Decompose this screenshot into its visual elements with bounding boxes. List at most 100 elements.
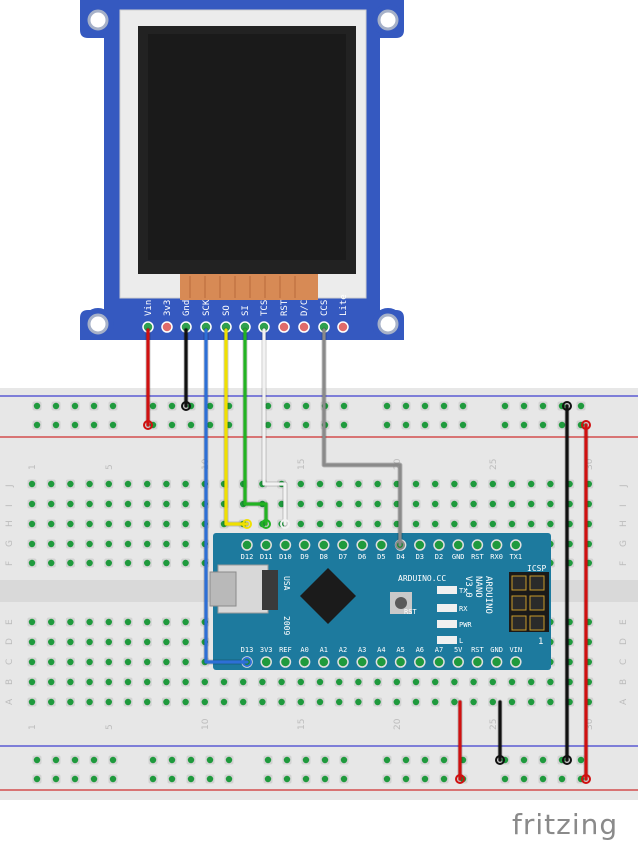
breadboard-hole [421,775,429,783]
breadboard-hole [182,698,189,706]
nano-pin-bottom[interactable] [433,656,445,668]
breadboard-hole [451,520,458,528]
nano-pin-label: A4 [377,646,385,654]
breadboard-hole [67,480,74,488]
display-pin-label: Lite [339,294,349,316]
nano-pin-top[interactable] [375,539,388,551]
breadboard-hole [489,520,496,528]
breadboard-hole [33,421,41,429]
nano-pin-top[interactable] [337,539,349,551]
breadboard-hole [124,678,132,686]
breadboard-hole [393,678,400,686]
breadboard-hole [182,500,189,508]
breadboard-hole [393,500,400,508]
nano-pin-top[interactable] [260,539,272,551]
reset-button[interactable] [395,597,407,609]
nano-pin-top[interactable] [318,539,330,551]
nano-pin-top[interactable] [414,539,426,551]
wire-end [455,774,465,784]
breadboard-hole [144,698,151,706]
sck-wire[interactable] [204,328,249,664]
breadboard-hole [105,678,113,686]
nano-pin-top[interactable] [279,539,292,551]
display-pin[interactable] [278,321,290,333]
breadboard-hole [86,678,93,686]
breadboard-hole [432,678,439,686]
breadboard-hole [501,775,509,783]
breadboard-hole [90,756,98,764]
nano-pin-top[interactable] [471,539,484,551]
breadboard-hole [432,698,439,706]
nano-pin-label: A1 [320,646,328,654]
wire-end [143,420,153,430]
breadboard-hole [67,698,74,706]
si-wire[interactable] [243,328,268,526]
nano-pin-top[interactable] [433,539,445,551]
nano-pin-bottom[interactable] [471,656,484,668]
ccs-wire[interactable] [322,328,402,547]
breadboard-hole [316,520,324,528]
nano-pin-bottom[interactable] [510,656,522,668]
breadboard-hole [67,500,74,508]
breadboard-hole [558,421,566,429]
nano-pin-top[interactable] [490,539,503,551]
breadboard-hole [539,756,547,764]
reset-label: RST [404,608,417,616]
breadboard-hole [240,678,247,686]
fritzing-logo: fritzing [512,808,619,841]
row-letter: D [5,638,15,645]
breadboard-hole [336,500,343,508]
nano-pin-top[interactable] [298,539,311,551]
breadboard-hole [528,520,535,528]
breadboard-hole [182,540,189,548]
nano-pin-label: A5 [396,646,404,654]
display-pin[interactable] [298,321,310,333]
arduino-model-line-3: V3.0 [463,576,473,598]
nano-pin-bottom[interactable] [279,656,292,668]
nano-pin-bottom[interactable] [318,656,330,668]
nano-pin-bottom[interactable] [394,656,407,668]
nano-pin-bottom[interactable] [260,656,272,668]
display-pin[interactable] [337,321,349,333]
breadboard-hole [182,658,189,666]
breadboard-hole [90,775,98,783]
breadboard-hole [508,520,516,528]
breadboard-hole [149,402,157,410]
nano-pin-top[interactable] [356,539,368,551]
nano-pin-label: RST [471,646,484,654]
breadboard-hole [33,402,41,410]
nano-pin-label: D8 [320,553,328,561]
display-pin-label: CCS [320,300,330,316]
nano-pin-bottom[interactable] [414,656,426,668]
nano-pin-bottom[interactable] [356,656,368,668]
breadboard-hole [539,402,547,410]
nano-pin-bottom[interactable] [337,656,349,668]
nano-pin-top[interactable] [452,539,464,551]
breadboard-hole [297,678,304,686]
column-number-top: 15 [297,459,307,470]
display-pin[interactable] [161,321,173,333]
tcs-wire[interactable] [262,328,287,526]
nano-pin-label: D6 [358,553,366,561]
so-wire[interactable] [224,328,249,526]
breadboard-hole [86,618,93,626]
row-letter: I [5,504,15,507]
breadboard-hole [90,402,98,410]
breadboard-hole [489,500,496,508]
breadboard-hole [182,678,189,686]
nano-pin-bottom[interactable] [452,656,464,668]
nano-pin-top[interactable] [510,539,522,551]
breadboard-hole [459,421,467,429]
breadboard-hole [520,421,528,429]
nano-pin-top[interactable] [241,539,253,551]
wire-end [562,401,572,411]
nano-pin-bottom[interactable] [490,656,503,668]
nano-pin-bottom[interactable] [375,656,388,668]
breadboard-hole [283,775,291,783]
breadboard-hole [489,678,496,686]
breadboard-hole [124,618,132,626]
breadboard-hole [528,500,535,508]
breadboard-hole [508,678,516,686]
nano-pin-bottom[interactable] [298,656,311,668]
breadboard-hole [321,756,329,764]
